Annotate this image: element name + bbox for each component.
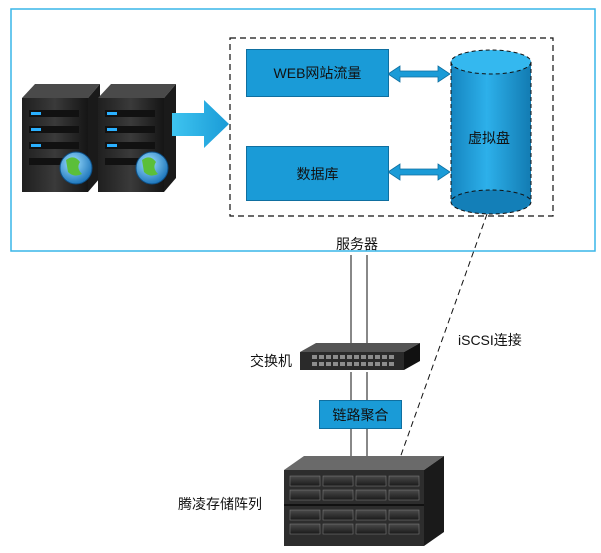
server-label: 服务器	[336, 236, 378, 252]
double-arrow-icon	[387, 65, 451, 83]
storage-array-icon	[284, 456, 444, 546]
flow-arrow-icon	[172, 100, 229, 148]
switch-label: 交换机	[250, 353, 292, 369]
server-frame	[10, 8, 596, 252]
switch-icon	[300, 343, 420, 370]
virtual-disk-label: 虚拟盘	[468, 130, 510, 146]
virtual-boundary	[229, 37, 554, 217]
virtual-disk-cylinder	[450, 49, 532, 215]
server-icon	[98, 84, 176, 192]
link-aggregation-label: 链路聚合	[332, 406, 389, 423]
server-icon	[22, 84, 100, 192]
database-box: 数据库	[246, 146, 389, 201]
link-aggregation-box: 链路聚合	[319, 400, 402, 429]
database-label: 数据库	[296, 165, 339, 182]
double-arrow-icon	[387, 163, 451, 181]
storage-label: 腾凌存储阵列	[178, 496, 262, 512]
iscsi-link	[399, 213, 488, 459]
iscsi-label: iSCSI连接	[458, 332, 522, 348]
web-traffic-box: WEB网站流量	[246, 49, 389, 97]
web-traffic-label: WEB网站流量	[273, 65, 362, 81]
